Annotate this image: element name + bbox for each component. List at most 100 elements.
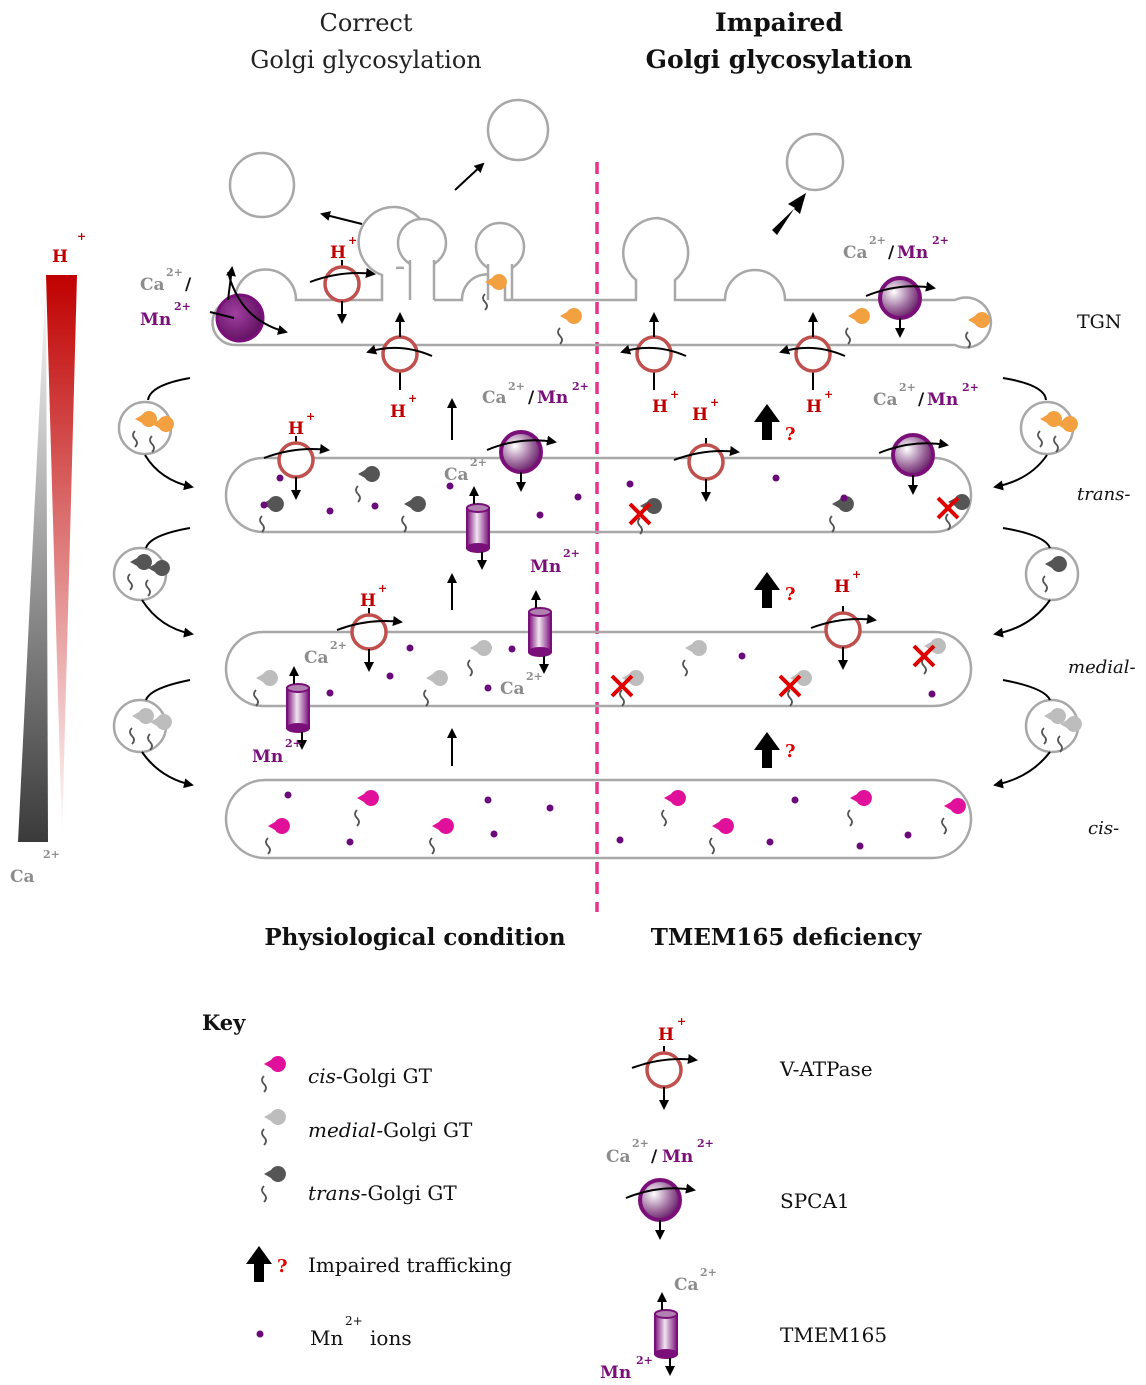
svg-text:+: + (710, 396, 719, 409)
svg-text:Mn: Mn (140, 310, 171, 330)
svg-text:+: + (677, 1015, 686, 1028)
spca1-pump: Ca 2+ / Mn 2+ (482, 380, 589, 490)
svg-text:+: + (306, 410, 315, 423)
svg-text:Mn: Mn (662, 1147, 693, 1167)
svg-text:+: + (670, 388, 679, 401)
svg-text:2+: 2+ (166, 266, 183, 279)
svg-text:H: H (834, 577, 850, 597)
key-medial-gt-icon (261, 1108, 287, 1146)
svg-text:H: H (360, 591, 376, 611)
v-atpase-pump: H + (622, 314, 686, 417)
key-cis-gt-icon (261, 1055, 287, 1093)
tmem165-transporter: Ca 2+ (444, 456, 489, 568)
svg-text:2+: 2+ (632, 1137, 649, 1150)
spca1-pump: Ca 2+ / Mn 2+ (843, 234, 949, 336)
calcium-gradient: Ca 2+ (10, 275, 60, 887)
key-cis-gt-label: cis-Golgi GT (308, 1064, 433, 1088)
cis-cisterna (224, 778, 973, 860)
mn-ions (260, 474, 936, 850)
svg-text:?: ? (785, 741, 796, 762)
svg-text:H: H (806, 397, 822, 417)
svg-text:2+: 2+ (470, 456, 487, 469)
svg-text:/: / (528, 388, 535, 408)
svg-text:Ca: Ca (873, 390, 898, 410)
key-mn-ions-label: ions (370, 1326, 412, 1350)
key-impaired-label: Impaired trafficking (308, 1253, 512, 1277)
v-atpase-pump: H + (337, 582, 401, 670)
svg-text:Mn: Mn (252, 747, 283, 767)
svg-text:2+: 2+ (962, 381, 979, 394)
gradient-h-sup: + (77, 230, 86, 243)
key-mn-label: Mn (310, 1326, 343, 1350)
key-mn-dot-icon (256, 1330, 264, 1338)
header-right-line2: Golgi glycosylation (646, 45, 913, 74)
svg-text:Ca: Ca (606, 1147, 631, 1167)
spca1-pump: Ca 2+ / Mn 2+ (873, 381, 979, 493)
tgn-cisterna (211, 205, 993, 349)
key-spca1-icon: Ca 2+ / Mn 2+ (606, 1137, 714, 1238)
svg-text:2+: 2+ (636, 1354, 653, 1367)
svg-text:?: ? (785, 424, 796, 445)
v-atpase-pump: H + (264, 410, 328, 498)
svg-text:2+: 2+ (508, 380, 525, 393)
svg-text:2+: 2+ (869, 234, 886, 247)
retrograde-vesicles (112, 377, 1083, 789)
condition-left: Physiological condition (264, 924, 566, 951)
svg-text:H: H (330, 243, 346, 263)
key-spca1-label: SPCA1 (780, 1189, 850, 1213)
v-atpase-pump: H + (811, 568, 875, 668)
vesicle-arrow (320, 211, 363, 225)
vesicle (486, 98, 550, 162)
tmem165-transporter: Mn 2+ Ca 2+ (500, 547, 580, 699)
svg-text:Ca: Ca (140, 275, 165, 295)
condition-right: TMEM165 deficiency (651, 924, 922, 951)
svg-text:H: H (390, 402, 406, 422)
level-medial: medial- (1068, 657, 1136, 678)
key-v-atpase-label: V-ATPase (779, 1057, 873, 1081)
svg-text:Mn: Mn (897, 243, 928, 263)
vesicle-arrow (454, 162, 485, 191)
key-v-atpase-icon: H + (632, 1015, 696, 1108)
svg-text:2+: 2+ (330, 639, 347, 652)
svg-text:/: / (888, 243, 895, 263)
svg-text:Ca: Ca (482, 388, 507, 408)
svg-text:Ca: Ca (674, 1275, 699, 1295)
medial-cisterna (224, 630, 973, 708)
key-title: Key (202, 1010, 246, 1035)
trans-gts (259, 465, 855, 533)
svg-text:+: + (408, 392, 417, 405)
svg-text:2+: 2+ (285, 737, 302, 750)
svg-text:H: H (692, 405, 708, 425)
key-question-mark: ? (277, 1256, 288, 1277)
header-right-line1: Impaired (715, 8, 843, 37)
svg-text:Mn: Mn (530, 557, 561, 577)
key-impaired-arrow-icon (246, 1246, 272, 1282)
svg-text:/: / (185, 275, 192, 295)
level-tgn: TGN (1077, 311, 1121, 333)
impaired-trafficking-arrows: ? ? ? (754, 404, 796, 768)
gradient-h-label: H (52, 247, 68, 267)
key-trans-gt-icon (261, 1165, 287, 1203)
svg-text:H: H (652, 397, 668, 417)
svg-text:/: / (651, 1147, 658, 1167)
svg-text:2+: 2+ (899, 381, 916, 394)
v-atpase-pump: H + (674, 396, 738, 500)
svg-text:2+: 2+ (932, 234, 949, 247)
key-medial-gt-label: medial-Golgi GT (308, 1118, 473, 1142)
svg-text:H: H (288, 419, 304, 439)
svg-text:2+: 2+ (563, 547, 580, 560)
key-mn-sup: 2+ (345, 1314, 363, 1328)
svg-text:2+: 2+ (572, 380, 589, 393)
v-atpase-pump: H + (310, 234, 374, 322)
svg-text:+: + (378, 582, 387, 595)
gradient-ca-label: Ca (10, 867, 35, 887)
svg-text:Mn: Mn (537, 388, 568, 408)
level-trans: trans- (1077, 484, 1130, 505)
svg-text:Ca: Ca (843, 243, 868, 263)
key-tmem165-icon: Ca 2+ Mn 2+ (600, 1266, 717, 1383)
v-atpase-pump: H + (781, 314, 845, 417)
svg-text:+: + (852, 568, 861, 581)
gradient-ca-sup: 2+ (43, 848, 60, 861)
vesicle (785, 132, 845, 192)
